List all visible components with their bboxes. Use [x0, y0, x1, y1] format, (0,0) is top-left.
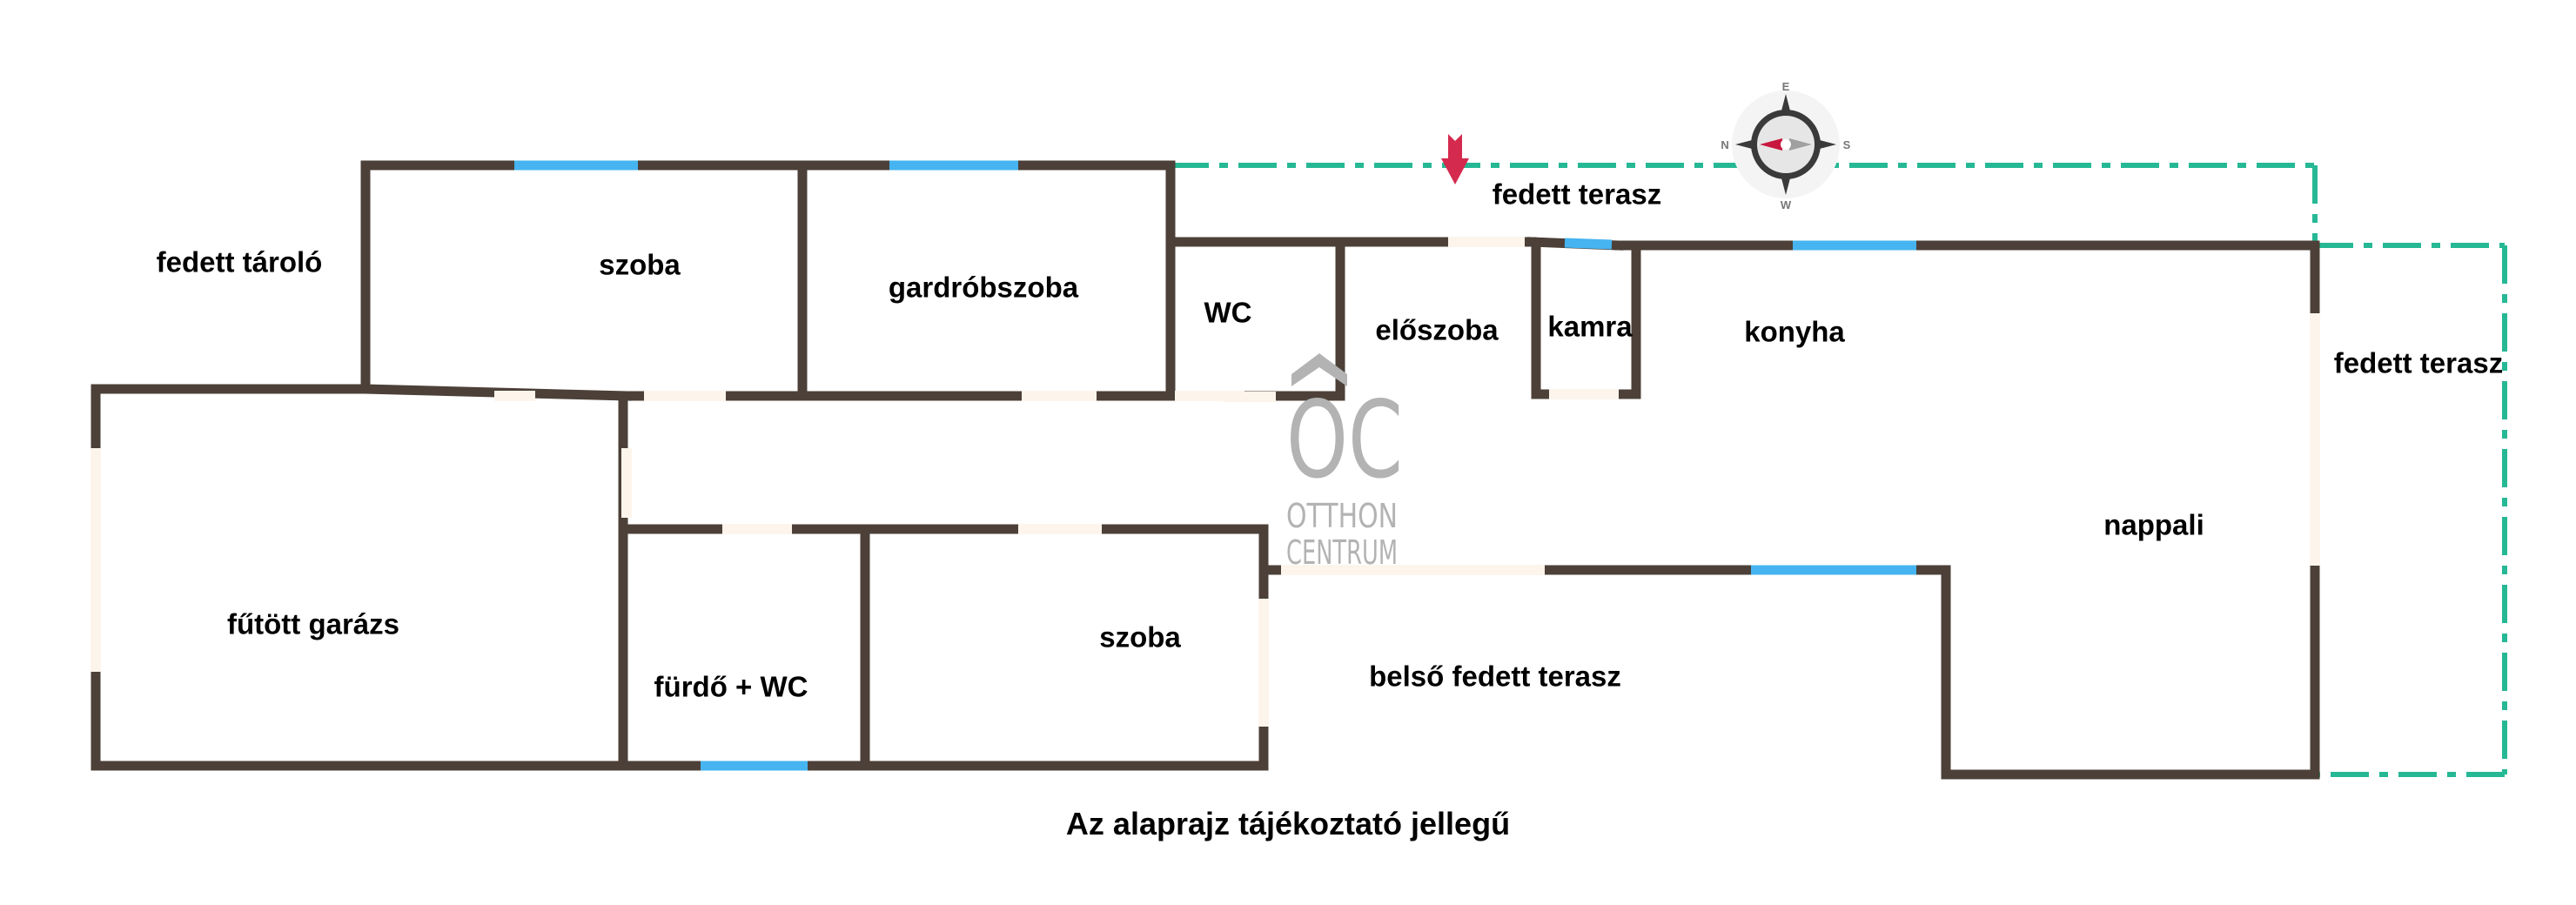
compass-label-right: S: [1843, 138, 1851, 151]
room-label-nappali: nappali: [2103, 509, 2204, 541]
room-label-gardrobszoba: gardróbszoba: [889, 272, 1079, 304]
entrance-arrow-icon: [1441, 134, 1469, 184]
disclaimer-caption: Az alaprajz tájékoztató jellegű: [1065, 806, 1511, 841]
room-label-kamra: kamra: [1547, 311, 1633, 343]
room-label-szoba-2: szoba: [1099, 621, 1181, 654]
room-label-eloszoba: előszoba: [1375, 314, 1499, 346]
compass-icon: E N S W: [1721, 80, 1850, 211]
room-label-fedett-taroló: fedett tároló: [157, 246, 323, 278]
compass-label-left: N: [1721, 138, 1728, 151]
window: [1564, 238, 1613, 250]
compass-label-top: E: [1782, 80, 1790, 93]
room-label-fedett-terasz-right: fedett terasz: [2334, 347, 2503, 379]
compass-label-bottom: W: [1781, 198, 1792, 211]
roof-chevron-icon: [1291, 353, 1347, 386]
room-label-futott-garazs: fűtött garázs: [227, 608, 399, 640]
watermark-line1: OTTHON: [1286, 497, 1398, 535]
door-openings: [91, 237, 2320, 727]
watermark-monogram: OC: [1286, 379, 1403, 502]
otthon-centrum-watermark: OC OTTHON CENTRUM: [1286, 353, 1403, 572]
room-label-szoba-1: szoba: [599, 249, 681, 281]
room-label-konyha: konyha: [1744, 316, 1845, 348]
room-label-belso-fedett-terasz: belső fedett terasz: [1369, 660, 1621, 693]
windows: [514, 160, 1916, 771]
room-label-furdo-wc: fürdő + WC: [654, 671, 808, 703]
room-label-fedett-terasz-top: fedett terasz: [1493, 178, 1661, 211]
watermark-line2: CENTRUM: [1286, 533, 1398, 572]
walls: [91, 160, 2320, 780]
room-label-wc: WC: [1204, 297, 1252, 329]
